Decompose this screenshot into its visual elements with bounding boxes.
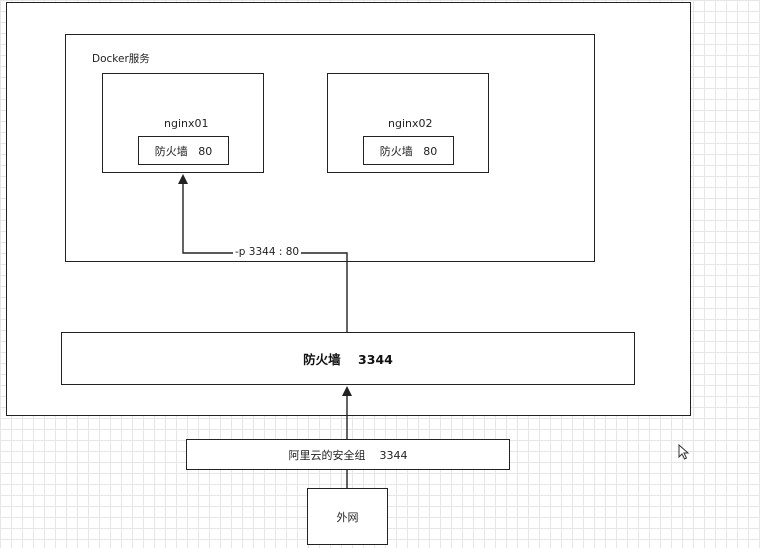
port-mapping-label: -p 3344 : 80 [233,246,302,258]
container-firewall-nginx02: 防火墙 80 [363,136,454,165]
container-name-nginx01: nginx01 [164,117,209,130]
container-firewall-nginx01: 防火墙 80 [138,136,229,165]
external-network-box: 外网 [307,488,388,545]
host-firewall-label: 防火墙 3344 [303,352,393,367]
docker-service-label: Docker服务 [92,53,150,65]
container-firewall-label: 防火墙 80 [379,144,438,158]
host-firewall-box: 防火墙 3344 [61,332,635,385]
external-network-label: 外网 [336,510,359,524]
aliyun-security-group-box: 阿里云的安全组 3344 [186,439,510,470]
aliyun-security-group-label: 阿里云的安全组 3344 [288,448,408,462]
container-nginx01 [102,73,264,173]
mouse-cursor-icon [678,444,690,460]
container-firewall-label: 防火墙 80 [154,144,213,158]
container-name-nginx02: nginx02 [388,117,433,130]
